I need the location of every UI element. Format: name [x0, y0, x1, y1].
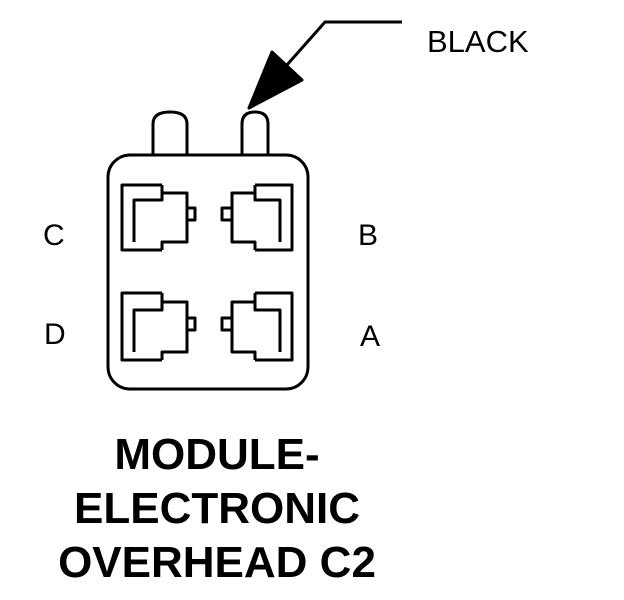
wire-color-label: BLACK [427, 24, 529, 59]
pin-label-a: A [360, 320, 381, 353]
left-tab [151, 110, 189, 156]
caption-line-2: ELECTRONIC [74, 484, 360, 533]
terminal-d [120, 291, 197, 362]
connector-caption: MODULE- ELECTRONIC OVERHEAD C2 [0, 428, 434, 590]
right-tab [240, 110, 270, 156]
pin-label-c: C [43, 219, 65, 252]
caption-line-1: MODULE- [114, 430, 320, 479]
connector-body [106, 153, 310, 391]
leader-line [284, 20, 402, 67]
terminal-a [220, 291, 294, 362]
leader-arrowhead [247, 50, 304, 110]
caption-line-3: OVERHEAD C2 [58, 538, 376, 587]
terminal-b [220, 183, 294, 252]
terminal-c [120, 183, 197, 252]
pin-label-d: D [44, 318, 66, 351]
pin-label-b: B [358, 219, 379, 252]
